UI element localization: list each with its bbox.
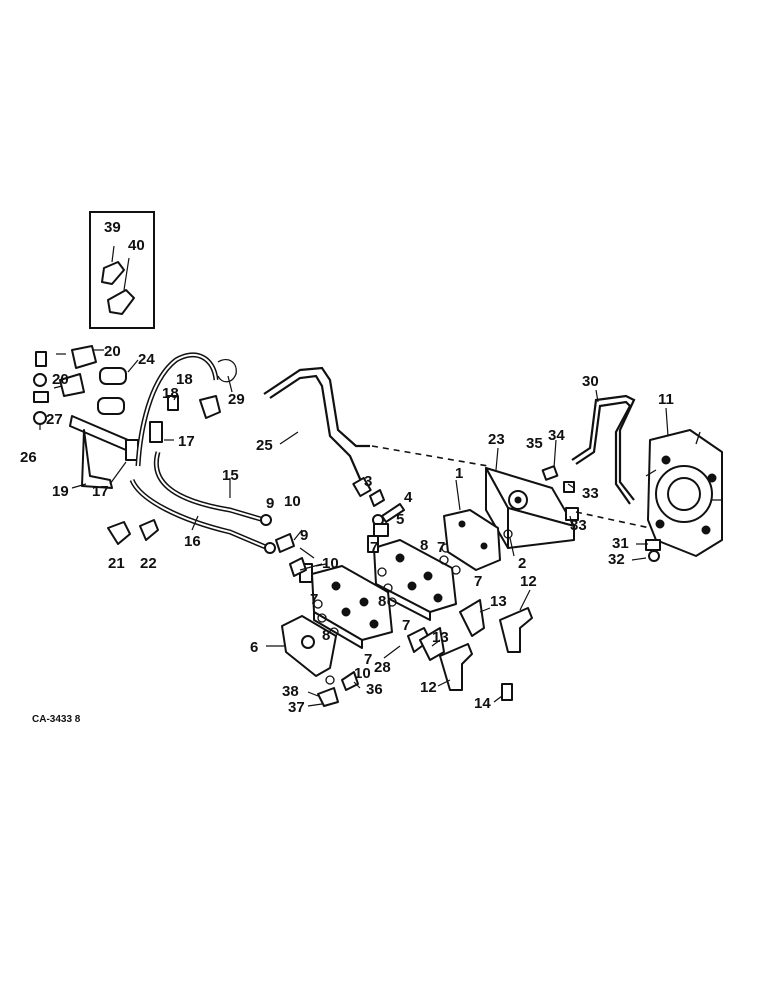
fitting-group-left [33, 345, 221, 489]
callout-9-b: 9 [300, 527, 308, 544]
callout-11: 11 [658, 391, 674, 408]
lever-13-upper-icon [459, 599, 485, 637]
callout-22: 22 [140, 555, 157, 572]
callout-30: 30 [582, 373, 599, 390]
clamp-40-icon [107, 289, 135, 315]
adapter-24-top-icon [99, 367, 127, 385]
o-rings [313, 529, 513, 637]
clamp-39-icon [101, 261, 125, 285]
plate-1-icon [443, 509, 501, 571]
callout-24: 24 [138, 351, 155, 368]
callout-8-c: 8 [322, 627, 330, 644]
callout-25: 25 [256, 437, 273, 454]
callout-33-a: 33 [582, 485, 599, 502]
callout-21: 21 [108, 555, 125, 572]
clip-21-icon [107, 521, 131, 545]
clamp-20-bottom-icon [59, 373, 85, 397]
clamp-20-top-icon [71, 345, 97, 369]
inset-box [89, 211, 155, 329]
callout-6: 6 [250, 639, 258, 656]
callout-15: 15 [222, 467, 239, 484]
callout-10-a: 10 [284, 493, 301, 510]
callout-36: 36 [366, 681, 383, 698]
fitting-18-icon [167, 395, 179, 411]
callout-35: 35 [526, 435, 543, 452]
clip-29-icon [217, 359, 237, 383]
callout-16: 16 [184, 533, 201, 550]
callout-20-b: 20 [52, 371, 69, 388]
callout-29: 29 [228, 391, 245, 408]
callout-13-b: 13 [432, 629, 449, 646]
bracket-19-icon [69, 415, 129, 489]
valve-body-front [299, 563, 393, 649]
callout-7-a: 7 [437, 539, 445, 556]
figure-code: CA-3433 8 [32, 714, 81, 725]
callout-7-e: 7 [310, 591, 318, 608]
housing-11 [645, 429, 723, 562]
callout-8-a: 8 [420, 537, 428, 554]
adapter-24-bottom-icon [97, 397, 125, 415]
callout-19: 19 [52, 483, 69, 500]
callout-7-c: 7 [370, 539, 378, 556]
callout-12-b: 12 [420, 679, 437, 696]
callout-33-b: 33 [570, 517, 587, 534]
callout-14: 14 [474, 695, 491, 712]
clip-22-icon [139, 519, 159, 541]
callout-7-d: 7 [402, 617, 410, 634]
callout-5: 5 [396, 511, 404, 528]
callout-26: 26 [20, 449, 37, 466]
callout-8-b: 8 [378, 593, 386, 610]
callout-labels: 1 2 3 4 5 6 7 7 7 7 7 7 8 8 8 9 9 10 10 … [20, 219, 674, 716]
leader-lines [39, 349, 669, 707]
callout-37: 37 [288, 699, 305, 716]
callout-10-b: 10 [322, 555, 339, 572]
pin-14-icon [501, 683, 513, 701]
callout-31: 31 [612, 535, 629, 552]
callout-10-c: 10 [354, 665, 371, 682]
callout-3: 3 [364, 473, 372, 490]
callout-32: 32 [608, 551, 625, 568]
callout-39: 39 [104, 219, 121, 236]
callout-1: 1 [455, 465, 463, 482]
callout-34: 34 [548, 427, 565, 444]
callout-17-a: 17 [92, 483, 109, 500]
callout-13-a: 13 [490, 593, 507, 610]
hose-group [129, 352, 276, 554]
lever-12-lower-icon [439, 643, 473, 691]
fitting-17-right-icon [149, 421, 163, 443]
callout-27: 27 [46, 411, 63, 428]
callout-20-a: 20 [104, 343, 121, 360]
callout-28: 28 [374, 659, 391, 676]
callout-9-a: 9 [266, 495, 274, 512]
callout-18-b: 18 [162, 385, 179, 402]
callout-38: 38 [282, 683, 299, 700]
callout-23: 23 [488, 431, 505, 448]
callout-17-b: 17 [178, 433, 195, 450]
callout-12-a: 12 [520, 573, 537, 590]
callout-7-f: 7 [364, 651, 372, 668]
cover-23 [485, 467, 575, 549]
callout-40: 40 [128, 237, 145, 254]
lever-13-lower-icon [419, 627, 445, 661]
lever-12-upper-icon [499, 607, 533, 653]
callout-7-b: 7 [474, 573, 482, 590]
elbow-18-icon [199, 395, 221, 419]
callout-4: 4 [404, 489, 413, 506]
callout-18-a: 18 [176, 371, 193, 388]
callout-2: 2 [518, 555, 526, 572]
